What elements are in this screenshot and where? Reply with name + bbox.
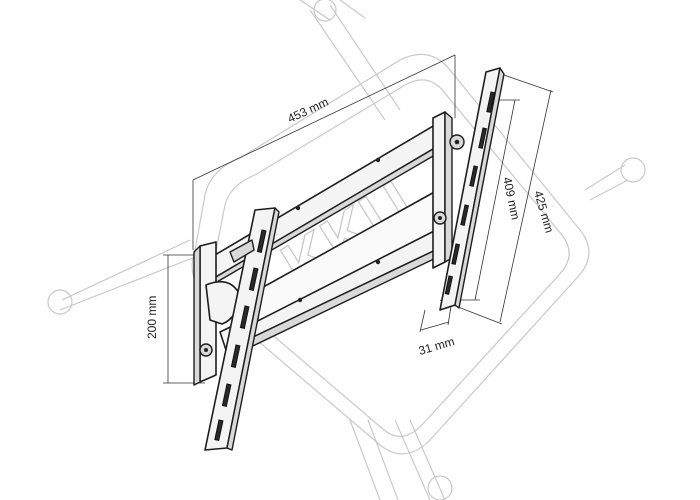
arm-slot	[460, 204, 470, 226]
arm-slot	[239, 305, 250, 329]
arm-slot	[230, 344, 241, 368]
rail-hole	[375, 157, 381, 163]
arm-slot	[256, 229, 267, 253]
left-arm-hook	[229, 239, 255, 263]
left-side-plate	[193, 241, 241, 386]
arm-slot	[469, 165, 479, 187]
rail-hole	[375, 259, 381, 265]
arm-slot	[248, 267, 259, 291]
arm-slot	[451, 243, 461, 265]
dimension-label-left-height: 200 mm	[145, 296, 159, 339]
left-hanging-arm	[204, 207, 280, 451]
rail-hole	[295, 205, 301, 211]
arm-slot	[221, 383, 232, 407]
arm-slot	[214, 419, 224, 441]
arm-slot	[478, 127, 488, 149]
arm-slot	[444, 275, 454, 295]
dimension-lines	[163, 54, 554, 384]
arm-slot	[486, 91, 496, 113]
dimension-label-width: 453 mm	[285, 95, 330, 126]
rail-hole	[297, 297, 303, 303]
right-hanging-arm	[439, 67, 505, 311]
right-knobs	[433, 134, 465, 225]
dimension-label-depth: 31 mm	[417, 334, 456, 358]
